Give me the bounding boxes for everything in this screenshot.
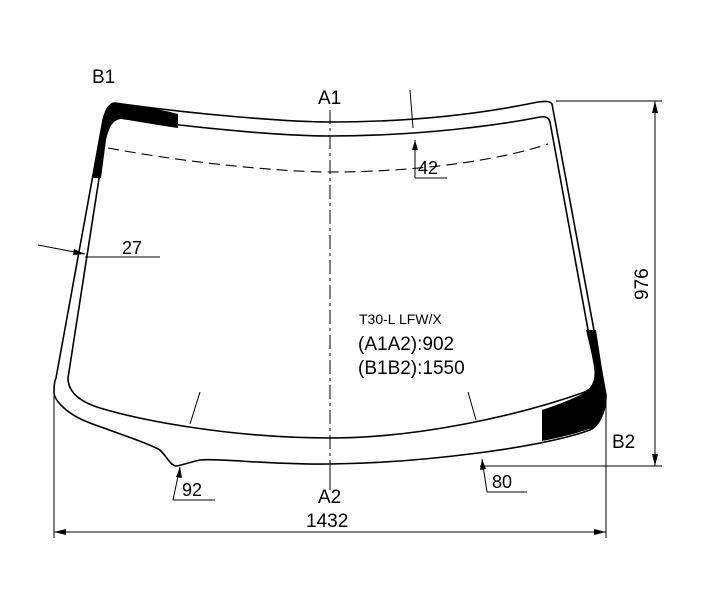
spec-b1b2: (B1B2):1550	[358, 358, 465, 379]
point-a1-label: A1	[318, 88, 341, 109]
dashed-band-line	[107, 143, 549, 173]
top-band-arrow	[412, 140, 418, 150]
side-band-dimension: 27	[122, 238, 142, 258]
width-arrow-right	[594, 529, 606, 535]
top-band-dimension: 42	[418, 158, 438, 178]
overall-width-dimension: 1432	[306, 511, 348, 532]
spec-a1a2: (A1A2):902	[358, 334, 454, 355]
ceramic-band-top-left	[92, 103, 178, 178]
ceramic-band-right	[542, 330, 606, 441]
width-arrow-left	[54, 529, 66, 535]
inner-leader-left	[189, 391, 201, 425]
height-arrow-top	[652, 101, 658, 113]
inner-leader-right	[467, 391, 477, 421]
height-arrow-bottom	[652, 454, 658, 466]
point-a2-label: A2	[318, 487, 341, 508]
top-band-leader	[409, 89, 414, 129]
bottom-right-arrow	[480, 459, 486, 470]
bottom-left-arrow	[176, 467, 182, 478]
part-code: T30-L LFW/X	[359, 311, 442, 327]
bottom-right-dimension: 80	[492, 472, 512, 492]
bottom-left-dimension: 92	[182, 480, 202, 500]
overall-height-dimension: 976	[632, 268, 653, 300]
side-band-arrow	[73, 249, 85, 255]
point-b2-label: B2	[612, 432, 635, 453]
point-b1-label: B1	[92, 67, 115, 88]
glass-inner-outline	[67, 115, 597, 439]
